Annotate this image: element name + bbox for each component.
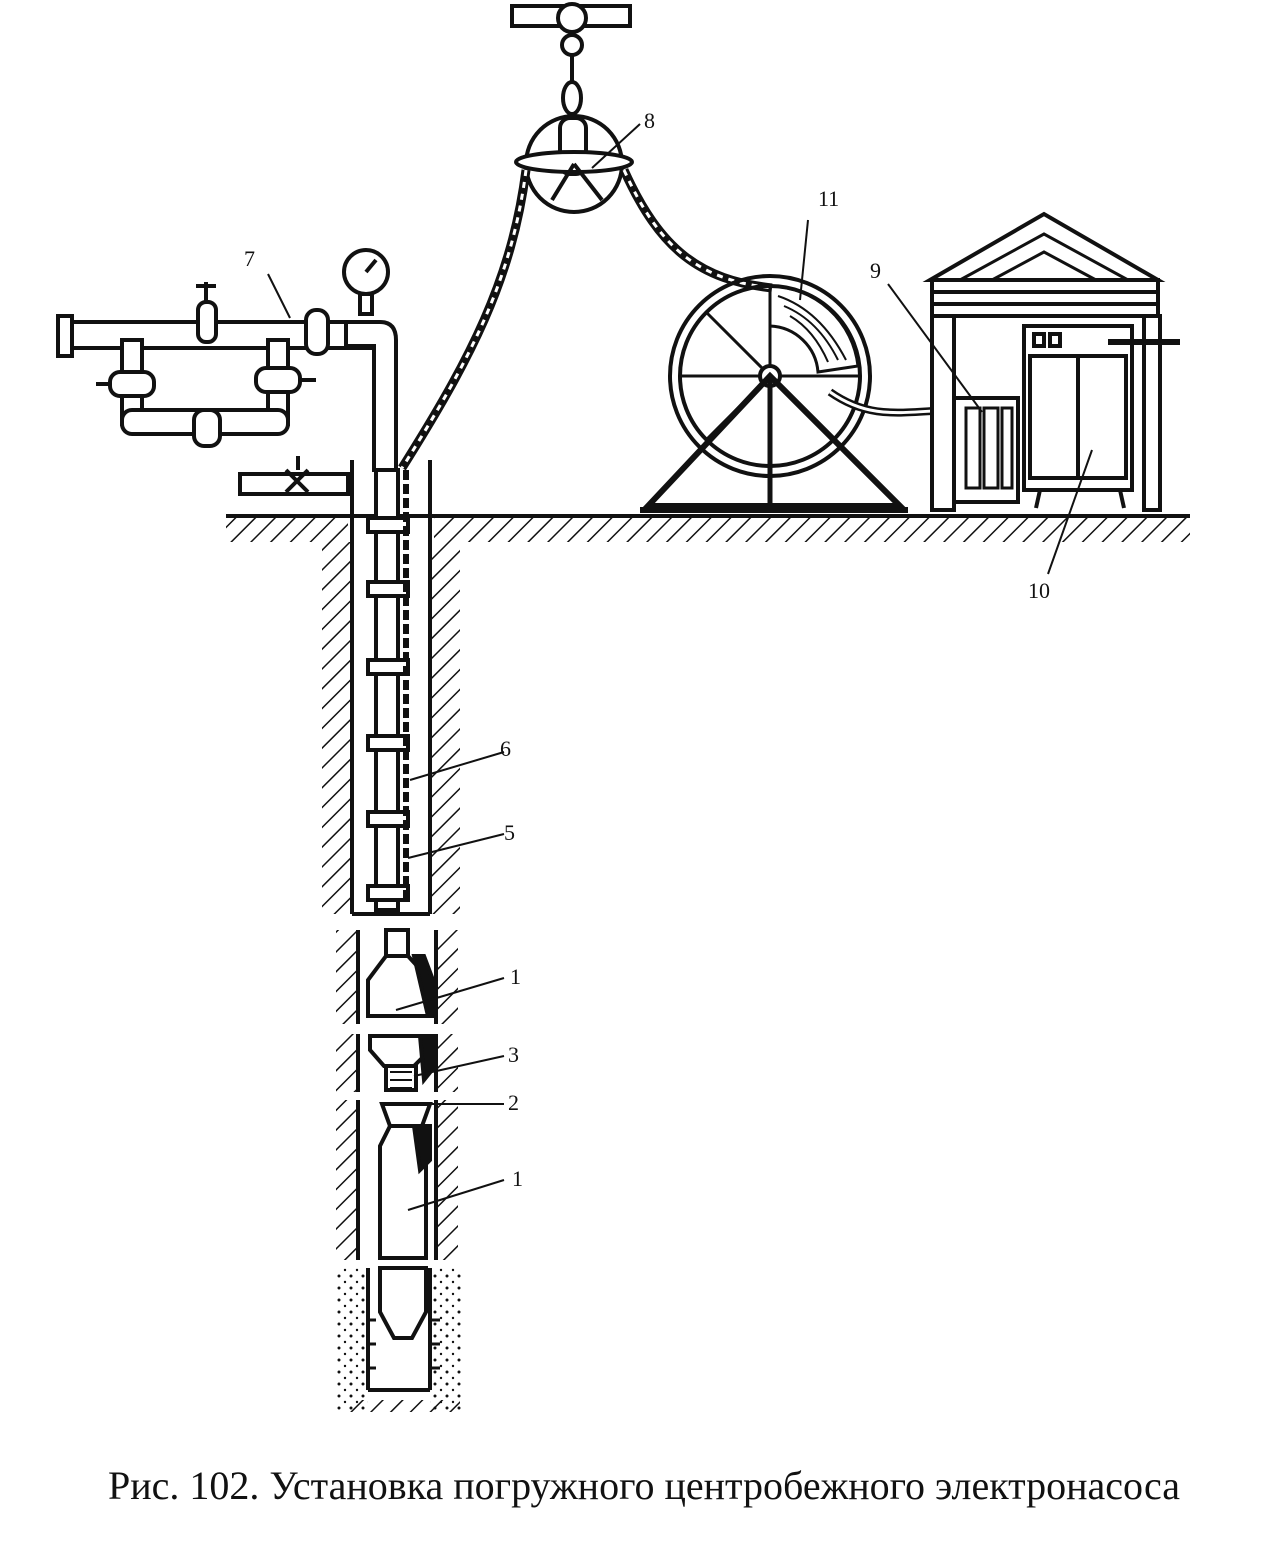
leader-lines	[267, 123, 1093, 1211]
callout-cable-drum-11: 11	[818, 186, 839, 211]
intake-section	[368, 1034, 434, 1092]
callout-control-station-10: 10	[1028, 578, 1050, 603]
cable-drum	[640, 274, 908, 513]
tubing-string	[366, 468, 410, 912]
well-bore	[322, 460, 462, 1412]
pump-section	[366, 928, 438, 1018]
control-booth	[922, 211, 1180, 512]
callout-cable-5: 5	[504, 820, 515, 845]
cable-to-drum	[619, 168, 773, 293]
overhead-beam	[510, 2, 632, 135]
wellhead-piping	[56, 248, 398, 496]
callout-pulley-8: 8	[644, 108, 655, 133]
callout-transformer-9: 9	[870, 258, 881, 283]
callout-ring-2: 2	[508, 1090, 519, 1115]
pulley	[514, 114, 634, 214]
callout-tubing-6: 6	[500, 736, 511, 761]
callout-intake-3: 3	[508, 1042, 519, 1067]
callout-wellhead-7: 7	[244, 246, 255, 271]
figure-caption: Рис. 102. Установка погружного центробеж…	[108, 1463, 1180, 1508]
callout-pump-upper: 1	[510, 964, 521, 989]
cable-to-well	[398, 169, 531, 471]
motor-section	[366, 1102, 440, 1370]
callout-pump-lower: 1	[512, 1166, 523, 1191]
